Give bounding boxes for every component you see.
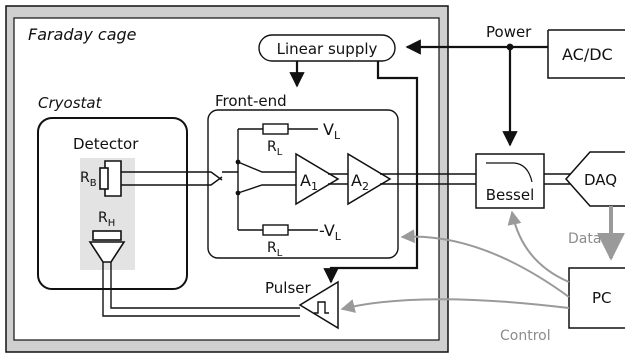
front-end-bus bbox=[222, 129, 239, 230]
a2-label: A2 bbox=[351, 171, 369, 193]
rh-label: RH bbox=[98, 210, 115, 229]
control-to-front-end bbox=[400, 229, 570, 298]
detector-label: Detector bbox=[73, 135, 139, 153]
rb-label: RB bbox=[80, 170, 97, 189]
ac-dc-label: AC/DC bbox=[562, 45, 613, 64]
pc-label: PC bbox=[592, 289, 612, 307]
amplifier-a1 bbox=[295, 152, 340, 206]
signal-line-upper bbox=[121, 171, 223, 181]
rb-resistor bbox=[99, 167, 109, 190]
pulser-line-outer bbox=[102, 262, 300, 317]
signal-line-lower bbox=[121, 176, 223, 186]
bessel-response-curve bbox=[486, 162, 533, 183]
linear-supply-label: Linear supply bbox=[277, 40, 378, 58]
control-to-bessel bbox=[507, 210, 570, 283]
faraday-cage-label: Faraday cage bbox=[28, 25, 137, 44]
vl-neg-label: -VL bbox=[319, 221, 342, 243]
a1-label: A1 bbox=[300, 171, 318, 193]
rl-top-label: RL bbox=[267, 139, 283, 158]
daq-box bbox=[564, 151, 625, 207]
ac-dc-box bbox=[547, 29, 625, 79]
pulser-line-inner bbox=[110, 262, 300, 309]
pulser-triangle bbox=[298, 280, 339, 330]
bessel-label: Bessel bbox=[486, 186, 535, 204]
daq-label: DAQ bbox=[584, 171, 617, 189]
pulse-icon bbox=[314, 301, 329, 314]
linear-supply-to-pulser bbox=[323, 61, 419, 284]
data-label: Data bbox=[568, 231, 601, 247]
vl-pos-label: VL bbox=[323, 120, 341, 142]
a1-input-upper bbox=[237, 161, 296, 173]
amplifier-a2 bbox=[347, 152, 392, 206]
rl-bottom-resistor bbox=[262, 224, 289, 236]
front-end-label: Front-end bbox=[215, 92, 287, 110]
power-label: Power bbox=[486, 23, 532, 41]
cryostat-label: Cryostat bbox=[38, 94, 103, 112]
control-label: Control bbox=[500, 328, 551, 344]
pulser-label: Pulser bbox=[265, 279, 311, 297]
rl-bottom-label: RL bbox=[267, 240, 283, 259]
rl-top-resistor bbox=[262, 123, 289, 135]
control-to-pulser bbox=[340, 298, 570, 313]
pc-box bbox=[568, 267, 625, 329]
a1-input-lower bbox=[237, 184, 296, 194]
rh-resistor bbox=[92, 230, 122, 241]
